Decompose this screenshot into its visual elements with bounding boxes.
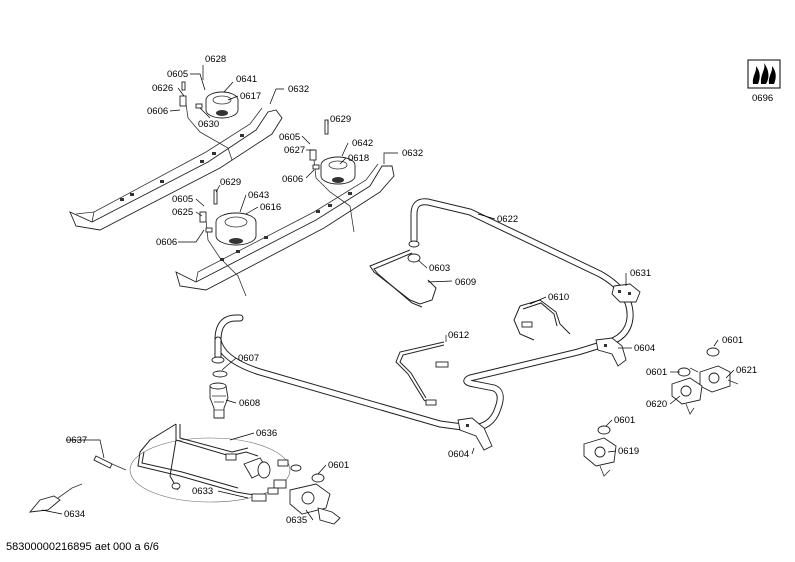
label-0642: 0642: [352, 138, 373, 149]
valve-0620: [671, 377, 703, 415]
label-0633: 0633: [192, 486, 213, 497]
label-0630: 0630: [198, 119, 219, 130]
pipe-0609: [369, 249, 437, 305]
label-0603: 0603: [429, 263, 450, 274]
gas-manifold-0622: [214, 198, 634, 432]
clamp-0604-lower: [457, 417, 493, 451]
label-0601d: 0601: [328, 460, 349, 471]
bracket-0631: [611, 283, 641, 303]
label-0626: 0626: [152, 83, 173, 94]
label-0612: 0612: [448, 330, 469, 341]
label-0606c: 0606: [156, 237, 177, 248]
label-0610: 0610: [548, 292, 569, 303]
label-0606a: 0606: [147, 106, 168, 117]
label-0696: 0696: [752, 93, 773, 104]
pipe-assembly-0636: [137, 423, 261, 497]
label-0601a: 0601: [722, 335, 743, 346]
label-0601c: 0601: [614, 415, 635, 426]
label-0607: 0607: [238, 353, 259, 364]
label-0606b: 0606: [282, 174, 303, 185]
thermocouple-0637: [93, 455, 127, 471]
leader-lines: [41, 65, 735, 521]
label-0619: 0619: [618, 446, 639, 457]
label-0635: 0635: [286, 515, 307, 526]
nut-0601c: [597, 425, 611, 435]
label-0636: 0636: [256, 428, 277, 439]
label-0637: 0637: [66, 435, 87, 446]
valve-0619: [583, 437, 617, 477]
clamp-0604-upper: [595, 337, 627, 367]
label-0622: 0622: [497, 214, 518, 225]
pipe-0610: [513, 299, 571, 341]
label-0601b: 0601: [646, 367, 667, 378]
label-0625: 0625: [172, 207, 193, 218]
label-0617: 0617: [240, 91, 261, 102]
washer-0607: [212, 370, 228, 378]
label-0604a: 0604: [634, 343, 655, 354]
connector-0608: [209, 382, 229, 419]
burner-cup-0642: [320, 156, 356, 185]
label-0631: 0631: [630, 268, 651, 279]
pipe-0612: [395, 341, 445, 405]
label-0605b: 0605: [279, 132, 300, 143]
label-0604b: 0604: [448, 449, 469, 460]
label-0629a: 0629: [330, 114, 351, 125]
label-0629b: 0629: [220, 177, 241, 188]
nut-0603: [407, 253, 421, 263]
valve-0621: [689, 365, 739, 393]
gas-flame-icon: [747, 59, 781, 89]
label-0632a: 0632: [288, 84, 309, 95]
burner-cup-0643: [215, 212, 257, 246]
label-0605a: 0605: [167, 69, 188, 80]
label-0616: 0616: [260, 202, 281, 213]
label-0618: 0618: [348, 153, 369, 164]
label-0641: 0641: [236, 74, 257, 85]
label-0621: 0621: [736, 365, 757, 376]
label-0627: 0627: [284, 145, 305, 156]
label-0608: 0608: [239, 398, 260, 409]
detail-ellipse: [129, 437, 291, 503]
document-footer: 58300000216895 aet 000 a 6/6: [6, 541, 159, 553]
label-0632b: 0632: [402, 148, 423, 159]
label-0609: 0609: [455, 277, 476, 288]
burner-rail-middle: [175, 163, 395, 291]
thermocouple-0634: [28, 483, 83, 513]
label-0605c: 0605: [172, 194, 193, 205]
label-0628: 0628: [205, 54, 226, 65]
label-0643: 0643: [248, 190, 269, 201]
valve-0635: [267, 479, 341, 525]
nut-0601a: [706, 347, 720, 357]
nut-0601d: [311, 473, 325, 483]
label-0620: 0620: [646, 399, 667, 410]
burner-cup-0641: [205, 91, 239, 119]
label-0634: 0634: [64, 509, 85, 520]
fitting-0633: [243, 457, 271, 502]
burner-rail-upper: [69, 107, 283, 231]
